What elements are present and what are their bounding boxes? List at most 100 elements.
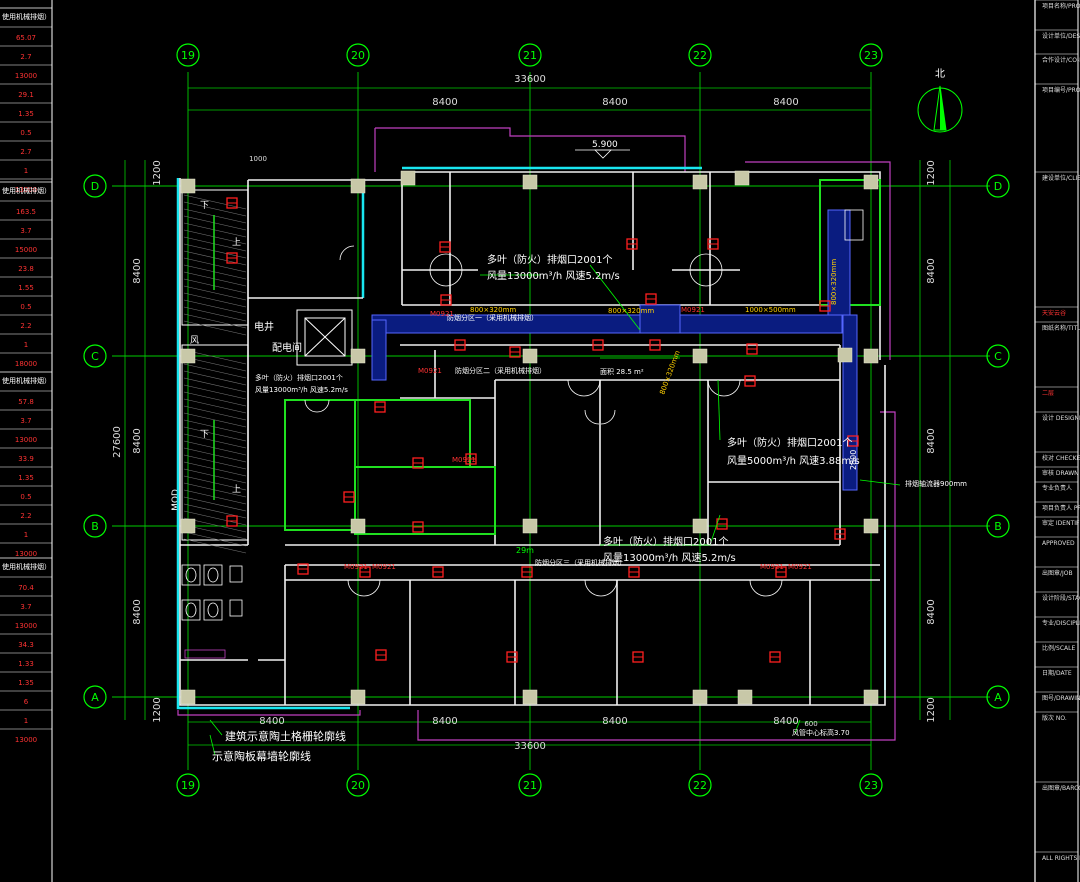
table-cell: 15000 bbox=[15, 246, 37, 254]
table-cell: 1 bbox=[24, 531, 28, 539]
smoke-zone-3: 防烟分区三（采用机械排烟） bbox=[535, 558, 626, 567]
dim-total-bottom: 33600 bbox=[514, 741, 546, 752]
structural-column bbox=[180, 178, 196, 194]
table-cell: 1.35 bbox=[18, 474, 34, 482]
right-note: 排烟轴流器900mm bbox=[905, 479, 967, 488]
table-cell: 1.33 bbox=[18, 660, 34, 668]
axis-col-20-bottom: 20 bbox=[351, 779, 365, 792]
duct-system bbox=[371, 209, 864, 491]
table-cell: 13000 bbox=[15, 436, 37, 444]
axis-col-20-top: 20 bbox=[351, 49, 365, 62]
title-block-row: 专业负责人 bbox=[1042, 484, 1072, 492]
dim-bay-top-2: 8400 bbox=[602, 97, 627, 108]
axis-col-23-bottom: 23 bbox=[864, 779, 878, 792]
left-tables-panel: 使用机械排烟）65.072.71300029.11.350.52.7113000… bbox=[0, 0, 53, 882]
title-block-row: 日期/DATE bbox=[1042, 669, 1072, 677]
smoke-zone-2: 防烟分区二（采用机械排烟） bbox=[455, 366, 546, 375]
table-cell: 13000 bbox=[15, 736, 37, 744]
elevation-mark: 5.900 bbox=[575, 140, 630, 159]
table-cell: 6 bbox=[24, 698, 29, 706]
dim-total-top: 33600 bbox=[514, 74, 546, 85]
axis-row-D-right: D bbox=[994, 180, 1002, 193]
smoke-zone-1: 防烟分区一（采用机械排烟） bbox=[447, 313, 538, 322]
structural-column bbox=[350, 518, 366, 534]
structural-column bbox=[863, 689, 879, 705]
stairs: 下 上 下 上 风 bbox=[181, 189, 249, 554]
fan-note-left-line2: 风量13000m³/h 风速5.2m/s bbox=[255, 386, 348, 394]
table-cell: 2.2 bbox=[20, 512, 31, 520]
structural-column bbox=[522, 348, 538, 364]
structural-column bbox=[400, 170, 416, 186]
axis-row-B-left: B bbox=[91, 520, 99, 533]
axis-col-19-top: 19 bbox=[181, 49, 195, 62]
table-cell: 13000 bbox=[15, 186, 37, 194]
structural-column bbox=[180, 518, 196, 534]
table-cell: 0.5 bbox=[20, 493, 31, 501]
title-block-row: 版次 NO. bbox=[1042, 714, 1067, 722]
structural-column bbox=[737, 689, 753, 705]
leaders bbox=[209, 264, 901, 756]
table-cell: 1 bbox=[24, 341, 28, 349]
title-block-row: 出图章/JOB bbox=[1042, 569, 1073, 577]
structural-column bbox=[863, 174, 879, 190]
dim-total-left: 27600 bbox=[112, 426, 123, 458]
structural-column bbox=[692, 518, 708, 534]
table-header: 使用机械排烟） bbox=[2, 12, 51, 21]
elevation-value: 5.900 bbox=[592, 140, 618, 150]
title-block-row: 专业/DISCIPLINE bbox=[1042, 619, 1080, 627]
duct-dim-2: 1000×500mm bbox=[745, 306, 796, 314]
title-block-row: 审定 IDENTIFIED bbox=[1042, 519, 1080, 527]
table-cell: 163.5 bbox=[16, 208, 36, 216]
title-block-row: 合作设计/CO-DESIGN bbox=[1042, 56, 1080, 64]
dim-edge-left-bottom: 1200 bbox=[152, 697, 163, 722]
fan-note-2-line1: 多叶（防火）排烟口2001个 bbox=[727, 436, 852, 449]
axis-row-C-right: C bbox=[994, 350, 1002, 363]
table-header: 使用机械排烟） bbox=[2, 562, 51, 571]
area-29m: 29m bbox=[516, 546, 534, 555]
axis-row-D-left: D bbox=[91, 180, 99, 193]
dim-edge-right-top: 1200 bbox=[926, 160, 937, 185]
title-block-row: 图号/DRAWING bbox=[1042, 695, 1080, 702]
door-code: M0921 bbox=[681, 306, 705, 314]
table-header: 使用机械排烟） bbox=[2, 186, 51, 195]
dim-bay-bottom-4: 8400 bbox=[773, 716, 798, 727]
title-block-row: 图纸名称/TITLE bbox=[1042, 324, 1080, 332]
fan-note-1-line1: 多叶（防火）排烟口2001个 bbox=[487, 253, 612, 266]
stair-down-1: 下 bbox=[200, 201, 209, 211]
elevator bbox=[296, 309, 353, 366]
door-code: M0921 bbox=[430, 310, 454, 318]
structural-column bbox=[863, 518, 879, 534]
door-code: M0921 bbox=[344, 563, 368, 571]
table-cell: 18000 bbox=[15, 360, 37, 368]
duct-dim-vert: 800×320mm bbox=[830, 259, 838, 305]
fan-note-left-line1: 多叶（防火）排烟口2001个 bbox=[255, 373, 343, 382]
structural-column bbox=[180, 348, 196, 364]
title-block-row: 项目编号/PROJECT NO bbox=[1042, 86, 1080, 94]
structural-column bbox=[734, 170, 750, 186]
door-code: M0921 bbox=[788, 563, 812, 571]
title-block-row: 二层 bbox=[1042, 390, 1054, 397]
axis-bubbles bbox=[83, 43, 1010, 797]
room-power: 配电间 bbox=[272, 341, 302, 354]
structural-column bbox=[350, 348, 366, 364]
title-block-rows: 项目名称/PROJECT设计单位/DESIGN合作设计/CO-DESIGN项目编… bbox=[1035, 0, 1080, 862]
axis-row-B-right: B bbox=[994, 520, 1002, 533]
dim-small-bottom: 600 bbox=[804, 720, 817, 728]
dim-bay-right-1: 8400 bbox=[926, 258, 937, 283]
title-block-row: ALL RIGHTS RESERVED bbox=[1042, 855, 1080, 862]
fan-note-3-line2: 风量13000m³/h 风速5.2m/s bbox=[603, 552, 736, 564]
dim-bay-bottom-3: 8400 bbox=[602, 716, 627, 727]
dim-edge-left-top: 1200 bbox=[152, 160, 163, 185]
structural-column bbox=[522, 518, 538, 534]
fan-note-1-line2: 风量13000m³/h 风速5.2m/s bbox=[487, 270, 620, 282]
axis-col-23-top: 23 bbox=[864, 49, 878, 62]
door-code: M0921 bbox=[418, 367, 442, 375]
axis-row-C-left: C bbox=[91, 350, 99, 363]
structural-column bbox=[180, 689, 196, 705]
fan-note-2-line2: 风量5000m³/h 风速3.88m/s bbox=[727, 455, 860, 467]
north-arrow: 北 bbox=[917, 68, 963, 133]
smoke-exhaust-fittings bbox=[226, 197, 859, 663]
stair-up-1: 上 bbox=[232, 237, 241, 248]
table-cell: 23.8 bbox=[18, 265, 34, 273]
table-cell: 2.2 bbox=[20, 322, 31, 330]
